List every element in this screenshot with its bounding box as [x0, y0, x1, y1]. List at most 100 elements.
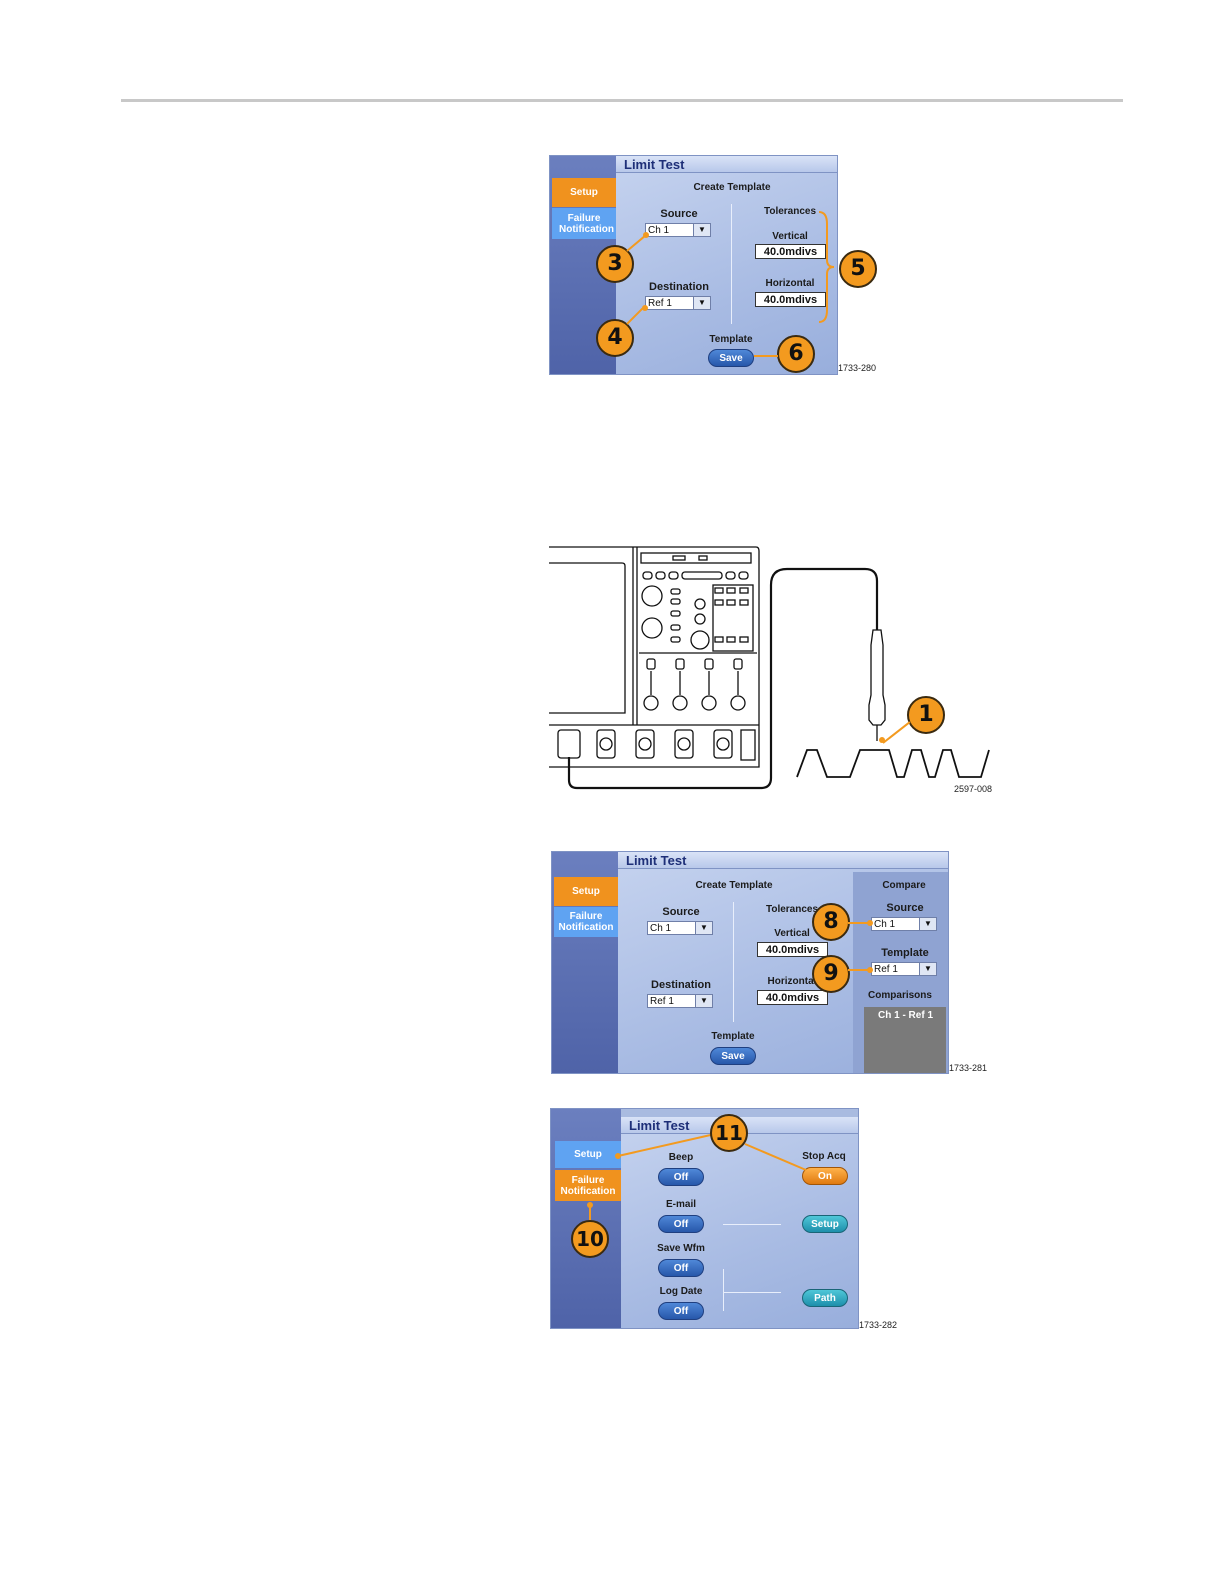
destination-select[interactable]: Ref 1 ▼: [647, 994, 713, 1008]
compare-source-select[interactable]: Ch 1 ▼: [871, 917, 937, 931]
callout-9-leader: [848, 969, 870, 971]
panel-title: Limit Test: [616, 156, 837, 173]
callout-11: 11: [710, 1114, 748, 1152]
vertical-tolerance-field[interactable]: 40.0mdivs: [757, 942, 828, 957]
compare-template-label: Template: [881, 947, 929, 959]
chevron-down-icon: ▼: [693, 224, 710, 236]
limit-test-panel: Limit Test Setup Failure Notification Be…: [550, 1108, 859, 1329]
figure-id: 1733-280: [838, 363, 877, 373]
log-date-label: Log Date: [659, 1286, 703, 1297]
oscilloscope-drawing: [549, 546, 990, 790]
horizontal-label: Horizontal: [767, 976, 817, 987]
chevron-down-icon: ▼: [693, 297, 710, 309]
chevron-down-icon: ▼: [695, 995, 712, 1007]
callout-1-dot: [879, 737, 885, 743]
figure-oscilloscope-probe: 1 2597-008: [549, 545, 994, 800]
comparisons-label: Comparisons: [868, 990, 932, 1001]
section-divider: [733, 902, 734, 1022]
destination-select-value: Ref 1: [650, 996, 674, 1007]
tab-setup[interactable]: Setup: [555, 1141, 621, 1168]
tab-failure-notification-label: Failure Notification: [560, 1174, 616, 1197]
callout-10-dot: [587, 1202, 593, 1208]
tab-failure-notification-label: Failure Notification: [558, 911, 614, 933]
tolerances-brace: [818, 211, 835, 323]
compare-template-select[interactable]: Ref 1 ▼: [871, 962, 937, 976]
create-template-heading: Create Template: [693, 182, 771, 193]
callout-10: 10: [571, 1220, 609, 1258]
callout-1: 1: [907, 696, 945, 734]
vertical-label: Vertical: [774, 928, 810, 939]
callout-3-dot: [643, 232, 649, 238]
limit-test-panel: Limit Test Setup Failure Notification Cr…: [551, 851, 949, 1074]
source-label: Source: [662, 906, 700, 918]
save-wfm-label: Save Wfm: [657, 1243, 705, 1254]
template-label: Template: [709, 334, 753, 345]
log-date-toggle[interactable]: Off: [658, 1302, 704, 1320]
chevron-down-icon: ▼: [919, 963, 936, 975]
tab-setup[interactable]: Setup: [554, 877, 618, 906]
tab-failure-notification[interactable]: Failure Notification: [555, 1170, 621, 1201]
callout-9-dot: [867, 967, 873, 973]
tolerances-label: Tolerances: [763, 206, 817, 217]
comparisons-list[interactable]: Ch 1 - Ref 1: [864, 1007, 946, 1073]
figure-failure-notification: Limit Test Setup Failure Notification Be…: [550, 1108, 900, 1333]
source-select[interactable]: Ch 1 ▼: [647, 921, 713, 935]
callout-8: 8: [812, 903, 850, 941]
figure-id: 1733-281: [949, 1063, 988, 1073]
destination-label: Destination: [651, 979, 711, 991]
destination-select-value: Ref 1: [648, 298, 672, 309]
compare-template-value: Ref 1: [874, 964, 898, 975]
compare-heading: Compare: [882, 880, 926, 891]
callout-4-dot: [642, 305, 648, 311]
chevron-down-icon: ▼: [695, 922, 712, 934]
save-template-button[interactable]: Save: [708, 349, 754, 367]
callout-6: 6: [777, 335, 815, 373]
callout-4: 4: [596, 319, 634, 357]
save-wfm-toggle[interactable]: Off: [658, 1259, 704, 1277]
email-toggle[interactable]: Off: [658, 1215, 704, 1233]
destination-label: Destination: [649, 281, 709, 293]
create-template-heading: Create Template: [695, 880, 773, 891]
email-setup-button[interactable]: Setup: [802, 1215, 848, 1233]
email-label: E-mail: [665, 1199, 697, 1210]
callout-8-dot: [867, 920, 873, 926]
source-select[interactable]: Ch 1 ▼: [645, 223, 711, 237]
source-label: Source: [660, 208, 698, 220]
save-template-button[interactable]: Save: [710, 1047, 756, 1065]
tab-setup[interactable]: Setup: [552, 178, 616, 207]
figure-limit-test-create-template: Limit Test Setup Failure Notification Cr…: [549, 155, 889, 380]
comparisons-item[interactable]: Ch 1 - Ref 1: [878, 1010, 934, 1021]
figure-limit-test-compare: Limit Test Setup Failure Notification Cr…: [551, 851, 991, 1079]
figure-id: 1733-282: [859, 1320, 898, 1330]
header-rule: [121, 99, 1123, 102]
source-select-value: Ch 1: [650, 923, 672, 934]
beep-label: Beep: [668, 1152, 694, 1163]
stop-acq-label: Stop Acq: [802, 1151, 846, 1162]
vertical-tolerance-field[interactable]: 40.0mdivs: [755, 244, 826, 259]
path-button[interactable]: Path: [802, 1289, 848, 1307]
horizontal-tolerance-field[interactable]: 40.0mdivs: [755, 292, 826, 307]
email-connector: [723, 1224, 781, 1225]
compare-source-value: Ch 1: [874, 919, 896, 930]
path-connector-vertical: [723, 1269, 724, 1311]
panel-title: Limit Test: [618, 852, 948, 869]
section-divider: [731, 204, 732, 324]
beep-toggle[interactable]: Off: [658, 1168, 704, 1186]
tab-failure-notification[interactable]: Failure Notification: [552, 208, 616, 239]
callout-11-leaders: [615, 1133, 807, 1171]
figure-id: 2597-008: [954, 784, 993, 794]
vertical-label: Vertical: [772, 231, 808, 242]
compare-source-label: Source: [886, 902, 924, 914]
chevron-down-icon: ▼: [919, 918, 936, 930]
callout-9: 9: [812, 955, 850, 993]
horizontal-tolerance-field[interactable]: 40.0mdivs: [757, 990, 828, 1005]
tab-failure-notification[interactable]: Failure Notification: [554, 907, 618, 937]
template-label: Template: [711, 1031, 755, 1042]
stop-acq-toggle[interactable]: On: [802, 1167, 848, 1185]
destination-select[interactable]: Ref 1 ▼: [645, 296, 711, 310]
callout-5: 5: [839, 250, 877, 288]
source-select-value: Ch 1: [648, 225, 670, 236]
callout-6-leader: [754, 355, 778, 357]
callout-8-leader: [848, 922, 870, 924]
path-connector-horizontal: [723, 1292, 781, 1293]
